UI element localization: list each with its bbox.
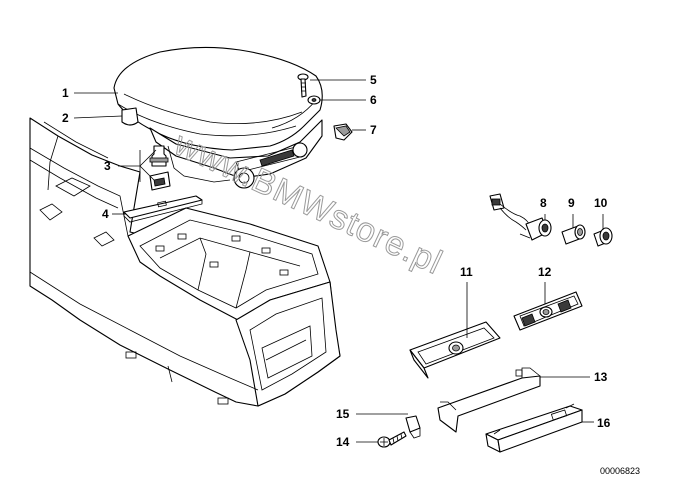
reference-number: 00006823 xyxy=(600,466,640,476)
socket-cap xyxy=(593,227,613,247)
label-13: 13 xyxy=(594,370,608,384)
label-4: 4 xyxy=(102,207,109,221)
label-1: 1 xyxy=(62,86,69,100)
tapping-screw xyxy=(377,431,407,448)
switch-bracket xyxy=(485,403,583,453)
label-8: 8 xyxy=(540,196,547,210)
socket-insert xyxy=(561,224,586,245)
leader-lines xyxy=(73,79,604,443)
mounting-bracket xyxy=(437,367,541,433)
cover-strip xyxy=(123,195,203,223)
label-5: 5 xyxy=(370,73,377,87)
label-7: 7 xyxy=(370,123,377,137)
label-6: 6 xyxy=(370,93,377,107)
screw xyxy=(297,73,309,98)
label-14: 14 xyxy=(336,435,350,449)
label-15: 15 xyxy=(336,407,350,421)
part-labels: 1 2 3 4 5 6 7 8 9 10 11 12 13 14 15 16 xyxy=(62,73,611,449)
center-console xyxy=(29,117,341,407)
push-latch xyxy=(149,145,171,191)
label-11: 11 xyxy=(460,265,473,279)
label-9: 9 xyxy=(568,196,575,210)
spring-clip xyxy=(405,415,421,439)
label-2: 2 xyxy=(62,111,69,125)
cover-panel-switches xyxy=(513,291,583,331)
armrest-lid xyxy=(113,46,323,189)
label-10: 10 xyxy=(594,196,608,210)
power-socket-with-cable xyxy=(489,193,552,241)
rubber-pad xyxy=(121,107,139,126)
cover-panel-single xyxy=(409,321,501,379)
label-3: 3 xyxy=(104,159,111,173)
label-16: 16 xyxy=(597,416,611,430)
label-12: 12 xyxy=(538,265,552,279)
grommet xyxy=(333,123,353,141)
washer xyxy=(307,95,321,105)
